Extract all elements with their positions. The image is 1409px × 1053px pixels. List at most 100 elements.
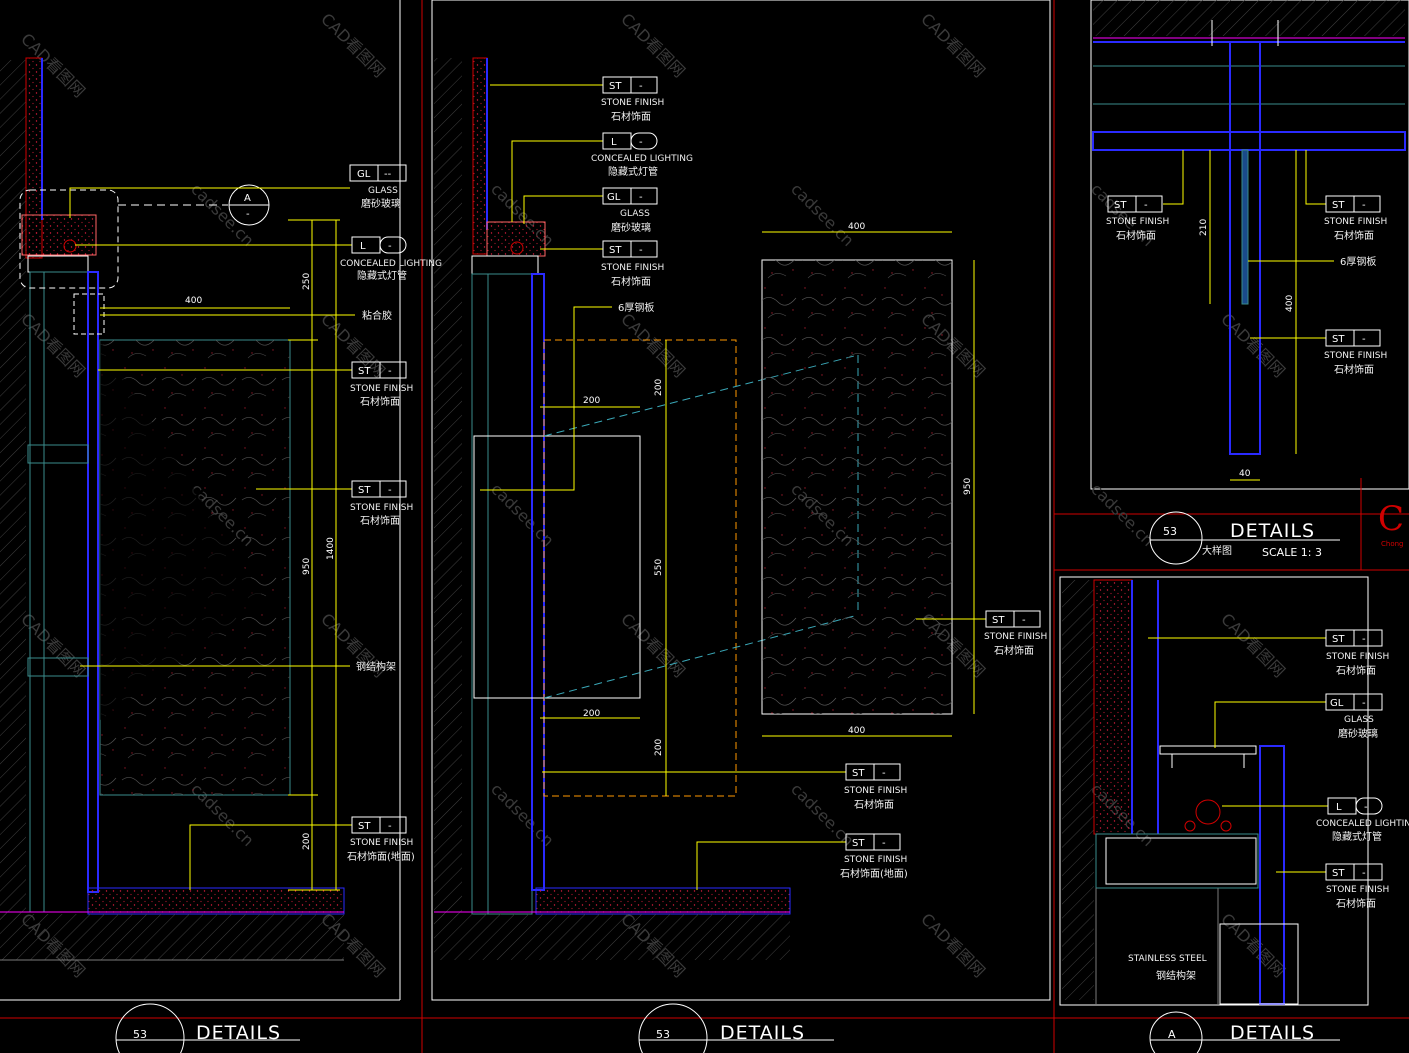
svg-text:CAD看图网: CAD看图网 [617, 9, 689, 81]
title-block-3: 53 DETAILS 大样图 SCALE 1: 3 [1149, 511, 1340, 565]
svg-text:GLASS: GLASS [1344, 715, 1374, 725]
svg-text:STAINLESS STEEL: STAINLESS STEEL [1128, 954, 1207, 964]
svg-text:L: L [611, 137, 617, 148]
svg-text:STONE FINISH: STONE FINISH [844, 855, 907, 865]
svg-text:STONE FINISH: STONE FINISH [1106, 217, 1169, 227]
svg-text:CAD看图网: CAD看图网 [917, 9, 989, 81]
svg-text:ST: ST [992, 615, 1005, 626]
svg-text:6厚钢板: 6厚钢板 [618, 301, 654, 314]
svg-text:400: 400 [848, 222, 865, 232]
title-block-2: 53 DETAILS [638, 1003, 834, 1053]
svg-text:隐藏式灯管: 隐藏式灯管 [1332, 830, 1382, 843]
svg-text:550: 550 [654, 559, 664, 576]
svg-text:石材饰面: 石材饰面 [611, 110, 651, 123]
svg-text:-: - [1362, 334, 1366, 345]
svg-text:-: - [388, 485, 392, 496]
svg-text:210: 210 [1199, 219, 1209, 236]
svg-text:CONCEALED LIGHTING: CONCEALED LIGHTING [591, 154, 693, 164]
svg-text:-: - [639, 192, 643, 203]
svg-text:SCALE 1: 3: SCALE 1: 3 [1262, 546, 1322, 559]
svg-text:STONE FINISH: STONE FINISH [601, 98, 664, 108]
company-logo: C Chong [1378, 499, 1404, 548]
svg-text:石材饰面: 石材饰面 [994, 644, 1034, 657]
svg-text:GL: GL [1330, 698, 1344, 709]
svg-text:200: 200 [583, 709, 600, 719]
svg-text:950: 950 [963, 478, 973, 495]
svg-text:CAD看图网: CAD看图网 [917, 909, 989, 981]
svg-text:DETAILS: DETAILS [720, 1022, 805, 1044]
svg-text:STONE FINISH: STONE FINISH [844, 786, 907, 796]
svg-text:DETAILS: DETAILS [1230, 1022, 1315, 1044]
svg-text:L: L [360, 241, 366, 252]
svg-text:石材饰面: 石材饰面 [1336, 897, 1376, 910]
svg-text:-: - [882, 838, 886, 849]
svg-text:53: 53 [656, 1028, 670, 1041]
svg-text:C: C [1378, 499, 1404, 539]
svg-text:STONE FINISH: STONE FINISH [350, 503, 413, 513]
svg-text:ST: ST [609, 81, 622, 92]
svg-text:ST: ST [1332, 868, 1345, 879]
svg-text:-: - [882, 768, 886, 779]
svg-text:DETAILS: DETAILS [1230, 520, 1315, 542]
svg-text:1400: 1400 [326, 537, 336, 560]
svg-text:-: - [1362, 698, 1366, 709]
svg-text:ST: ST [1332, 634, 1345, 645]
svg-text:CAD看图网: CAD看图网 [1217, 909, 1289, 981]
svg-text:200: 200 [654, 379, 664, 396]
svg-text:磨砂玻璃: 磨砂玻璃 [361, 197, 401, 210]
svg-text:-: - [639, 245, 643, 256]
svg-text:-: - [639, 81, 643, 92]
svg-text:石材饰面(地面): 石材饰面(地面) [840, 867, 908, 880]
svg-text:石材饰面(地面): 石材饰面(地面) [347, 850, 415, 863]
svg-text:-: - [1362, 868, 1366, 879]
svg-text:200: 200 [302, 833, 312, 850]
svg-text:STONE FINISH: STONE FINISH [984, 632, 1047, 642]
svg-text:ST: ST [358, 366, 371, 377]
svg-text:400: 400 [848, 726, 865, 736]
svg-text:-: - [246, 209, 250, 220]
svg-text:石材饰面: 石材饰面 [360, 395, 400, 408]
svg-text:石材饰面: 石材饰面 [611, 275, 651, 288]
svg-text:DETAILS: DETAILS [196, 1022, 281, 1044]
svg-text:CAD看图网: CAD看图网 [317, 9, 389, 81]
svg-text:隐藏式灯管: 隐藏式灯管 [357, 269, 407, 282]
svg-text:CAD看图网: CAD看图网 [1217, 609, 1289, 681]
svg-text:磨砂玻璃: 磨砂玻璃 [1338, 727, 1378, 740]
svg-text:STONE FINISH: STONE FINISH [1326, 885, 1389, 895]
svg-text:石材饰面: 石材饰面 [854, 798, 894, 811]
svg-text:250: 250 [302, 273, 312, 290]
title-block-4: A DETAILS [1149, 1011, 1340, 1053]
svg-text:cadsee.cn: cadsee.cn [1087, 479, 1158, 550]
panel-middle-callouts: ST - STONE FINISH 石材饰面 L - CONCEALED LIGHT… [480, 76, 1047, 890]
svg-text:STONE FINISH: STONE FINISH [601, 263, 664, 273]
svg-text:ST: ST [609, 245, 622, 256]
svg-text:隐藏式灯管: 隐藏式灯管 [608, 165, 658, 178]
svg-text:粘合胶: 粘合胶 [362, 309, 392, 322]
svg-text:950: 950 [302, 558, 312, 575]
panel-top-right-callouts: ST- STONE FINISH 石材饰面 ST- STONE FINISH 石… [1106, 150, 1387, 376]
panel-middle-section [434, 57, 953, 960]
svg-text:STONE FINISH: STONE FINISH [1324, 217, 1387, 227]
svg-text:石材饰面: 石材饰面 [1336, 664, 1376, 677]
svg-text:大样图: 大样图 [1202, 544, 1232, 557]
svg-text:GL: GL [357, 169, 371, 180]
svg-text:L: L [1336, 802, 1342, 813]
svg-text:CAD看图网: CAD看图网 [617, 609, 689, 681]
svg-text:ST: ST [358, 821, 371, 832]
svg-text:ST: ST [852, 838, 865, 849]
svg-text:磨砂玻璃: 磨砂玻璃 [611, 221, 651, 234]
svg-text:-: - [1144, 200, 1148, 211]
svg-text:ST: ST [1114, 200, 1127, 211]
svg-text:STONE FINISH: STONE FINISH [350, 838, 413, 848]
panel-bottom-right-callouts: ST- STONE FINISH 石材饰面 GL- GLASS 磨砂玻璃 L- … [1128, 629, 1409, 982]
svg-text:-: - [1362, 634, 1366, 645]
svg-text:-: - [388, 821, 392, 832]
svg-text:Chong: Chong [1381, 540, 1404, 548]
svg-text:CAD看图网: CAD看图网 [17, 309, 89, 381]
panel-left-callouts: GL-- GLASS 磨砂玻璃 L- CONCEALED LIGHTING 隐藏… [69, 164, 442, 890]
svg-text:cadsee.cn: cadsee.cn [787, 179, 858, 250]
svg-text:ST: ST [358, 485, 371, 496]
svg-text:STONE FINISH: STONE FINISH [1326, 652, 1389, 662]
